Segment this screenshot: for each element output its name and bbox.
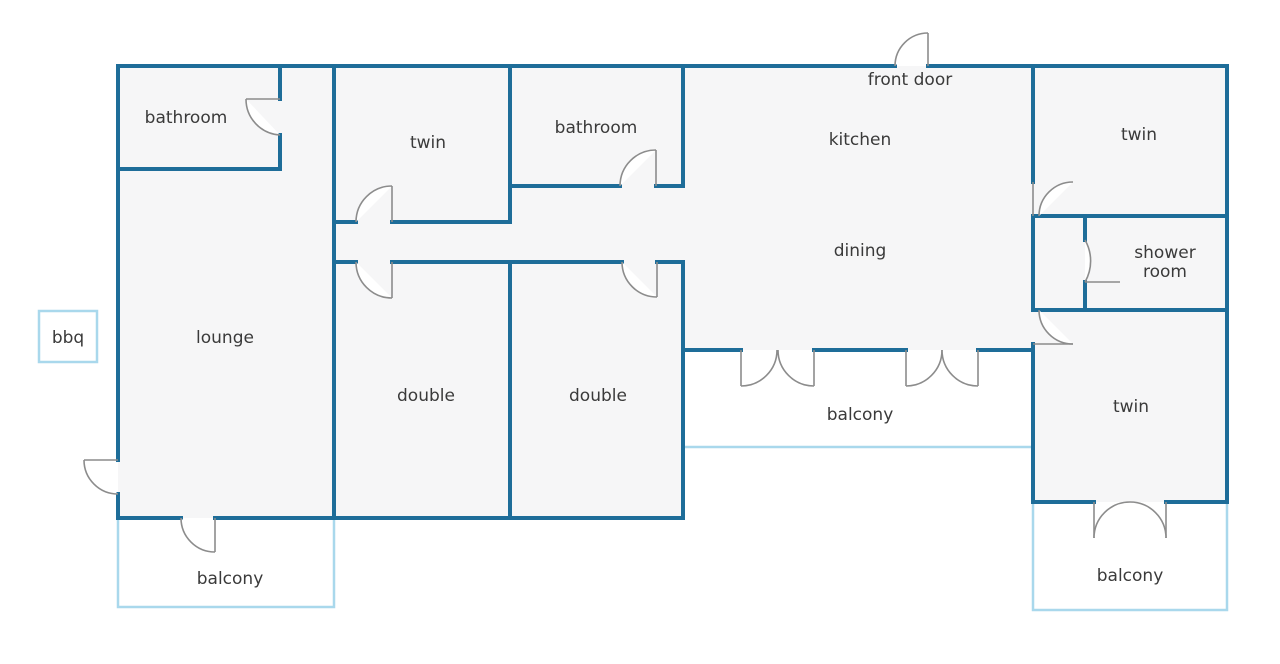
room-label-balcony-middle: balcony xyxy=(827,405,894,425)
double-door-symbol xyxy=(905,349,979,387)
balcony-left-outline xyxy=(116,518,336,609)
room-label-twin-right-bottom: twin xyxy=(1113,397,1149,417)
room-label-balcony-right: balcony xyxy=(1097,566,1164,586)
door-symbol xyxy=(619,149,657,187)
room-label-kitchen: kitchen xyxy=(829,130,892,150)
room-label-lounge: lounge xyxy=(196,328,254,348)
room-label-shower: shower xyxy=(1134,243,1195,263)
room-labels: bathroom twin bathroom front door kitche… xyxy=(52,70,1196,589)
room-label-dining: dining xyxy=(834,241,887,261)
room-label-front-door: front door xyxy=(868,70,952,90)
bbq-outline xyxy=(37,309,99,364)
door-symbol xyxy=(621,261,658,298)
door-symbol xyxy=(83,459,119,495)
floor-east-block xyxy=(1033,66,1227,502)
doors xyxy=(83,32,1167,553)
room-label-twin-right-top: twin xyxy=(1121,125,1157,145)
room-label-double-right: double xyxy=(569,386,627,406)
balcony-right-outline xyxy=(1031,502,1229,612)
door-symbol xyxy=(1032,181,1074,217)
room-label-twin-top: twin xyxy=(410,133,446,153)
floor-kitchen-dining xyxy=(683,66,1033,350)
door-symbol xyxy=(1033,309,1074,345)
door-symbol xyxy=(355,185,393,223)
walls xyxy=(116,64,1229,520)
room-label-double-left: double xyxy=(397,386,455,406)
door-symbol xyxy=(245,98,281,136)
double-door-symbol xyxy=(740,349,815,387)
double-door-symbol xyxy=(1093,501,1167,539)
front-door-symbol xyxy=(894,32,929,67)
room-label-bathroom-left: bathroom xyxy=(145,108,228,128)
floor-areas xyxy=(118,66,1227,518)
door-symbol xyxy=(1084,239,1120,283)
room-label-shower-room: room xyxy=(1143,262,1187,282)
room-label-balcony-left: balcony xyxy=(197,569,264,589)
door-symbol xyxy=(180,517,216,553)
exterior-outlines xyxy=(37,309,1229,612)
room-label-bathroom-mid: bathroom xyxy=(555,118,638,138)
floor-west-block xyxy=(118,66,683,518)
door-symbol xyxy=(355,261,393,299)
room-label-bbq: bbq xyxy=(52,328,84,348)
